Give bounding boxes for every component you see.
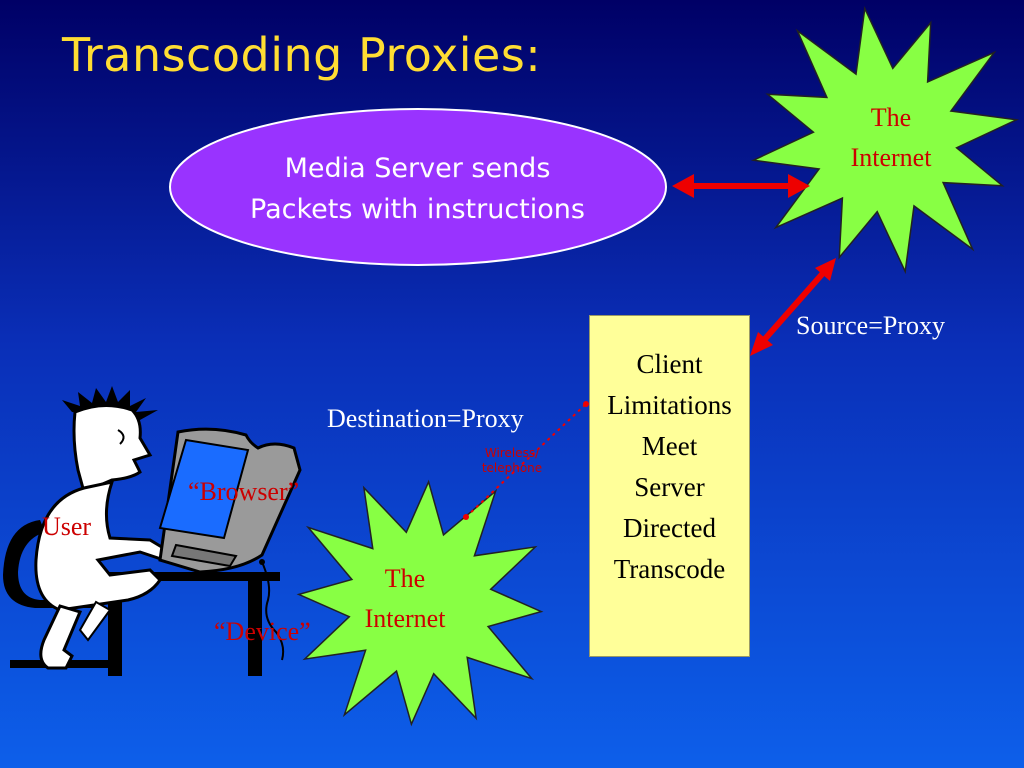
arrow-server-internet xyxy=(672,174,810,198)
device-label: “Device” xyxy=(214,617,311,646)
proxy-line: Directed xyxy=(623,513,716,543)
user-label: User xyxy=(42,512,92,541)
proxy-line: Server xyxy=(634,472,705,502)
computer xyxy=(158,427,302,661)
internet-burst-top xyxy=(750,5,1020,275)
internet-top-line1: The xyxy=(870,103,912,132)
internet-top-label: The Internet xyxy=(826,98,956,178)
proxy-line: Client xyxy=(636,349,703,379)
arrow-internet-proxy xyxy=(750,258,836,356)
wireless-line1: Wireless/ xyxy=(484,446,540,460)
internet-top-line2: Internet xyxy=(850,143,932,172)
browser-label: “Browser” xyxy=(188,477,300,506)
wireless-line2: telephone xyxy=(481,461,543,475)
proxy-line: Limitations xyxy=(607,390,732,420)
internet-bottom-line1: The xyxy=(384,564,426,593)
internet-bottom-label: The Internet xyxy=(340,559,470,639)
destination-proxy-label: Destination=Proxy xyxy=(327,404,524,433)
proxy-line: Transcode xyxy=(613,554,726,584)
media-server-text: Media Server sends Packets with instruct… xyxy=(195,148,640,230)
wireless-link xyxy=(463,401,589,520)
media-server-line2: Packets with instructions xyxy=(250,194,585,225)
user-figure xyxy=(3,386,280,676)
proxy-line: Meet xyxy=(641,431,698,461)
internet-bottom-line2: Internet xyxy=(364,604,446,633)
internet-burst-bottom xyxy=(296,479,544,727)
media-server-oval xyxy=(169,108,667,266)
source-proxy-label: Source=Proxy xyxy=(796,311,945,340)
media-server-line1: Media Server sends xyxy=(284,153,551,184)
proxy-box: Client Limitations Meet Server Directed … xyxy=(589,315,750,657)
wireless-label: Wireless/ telephone xyxy=(462,446,562,476)
slide-title: Transcoding Proxies: xyxy=(62,28,542,82)
